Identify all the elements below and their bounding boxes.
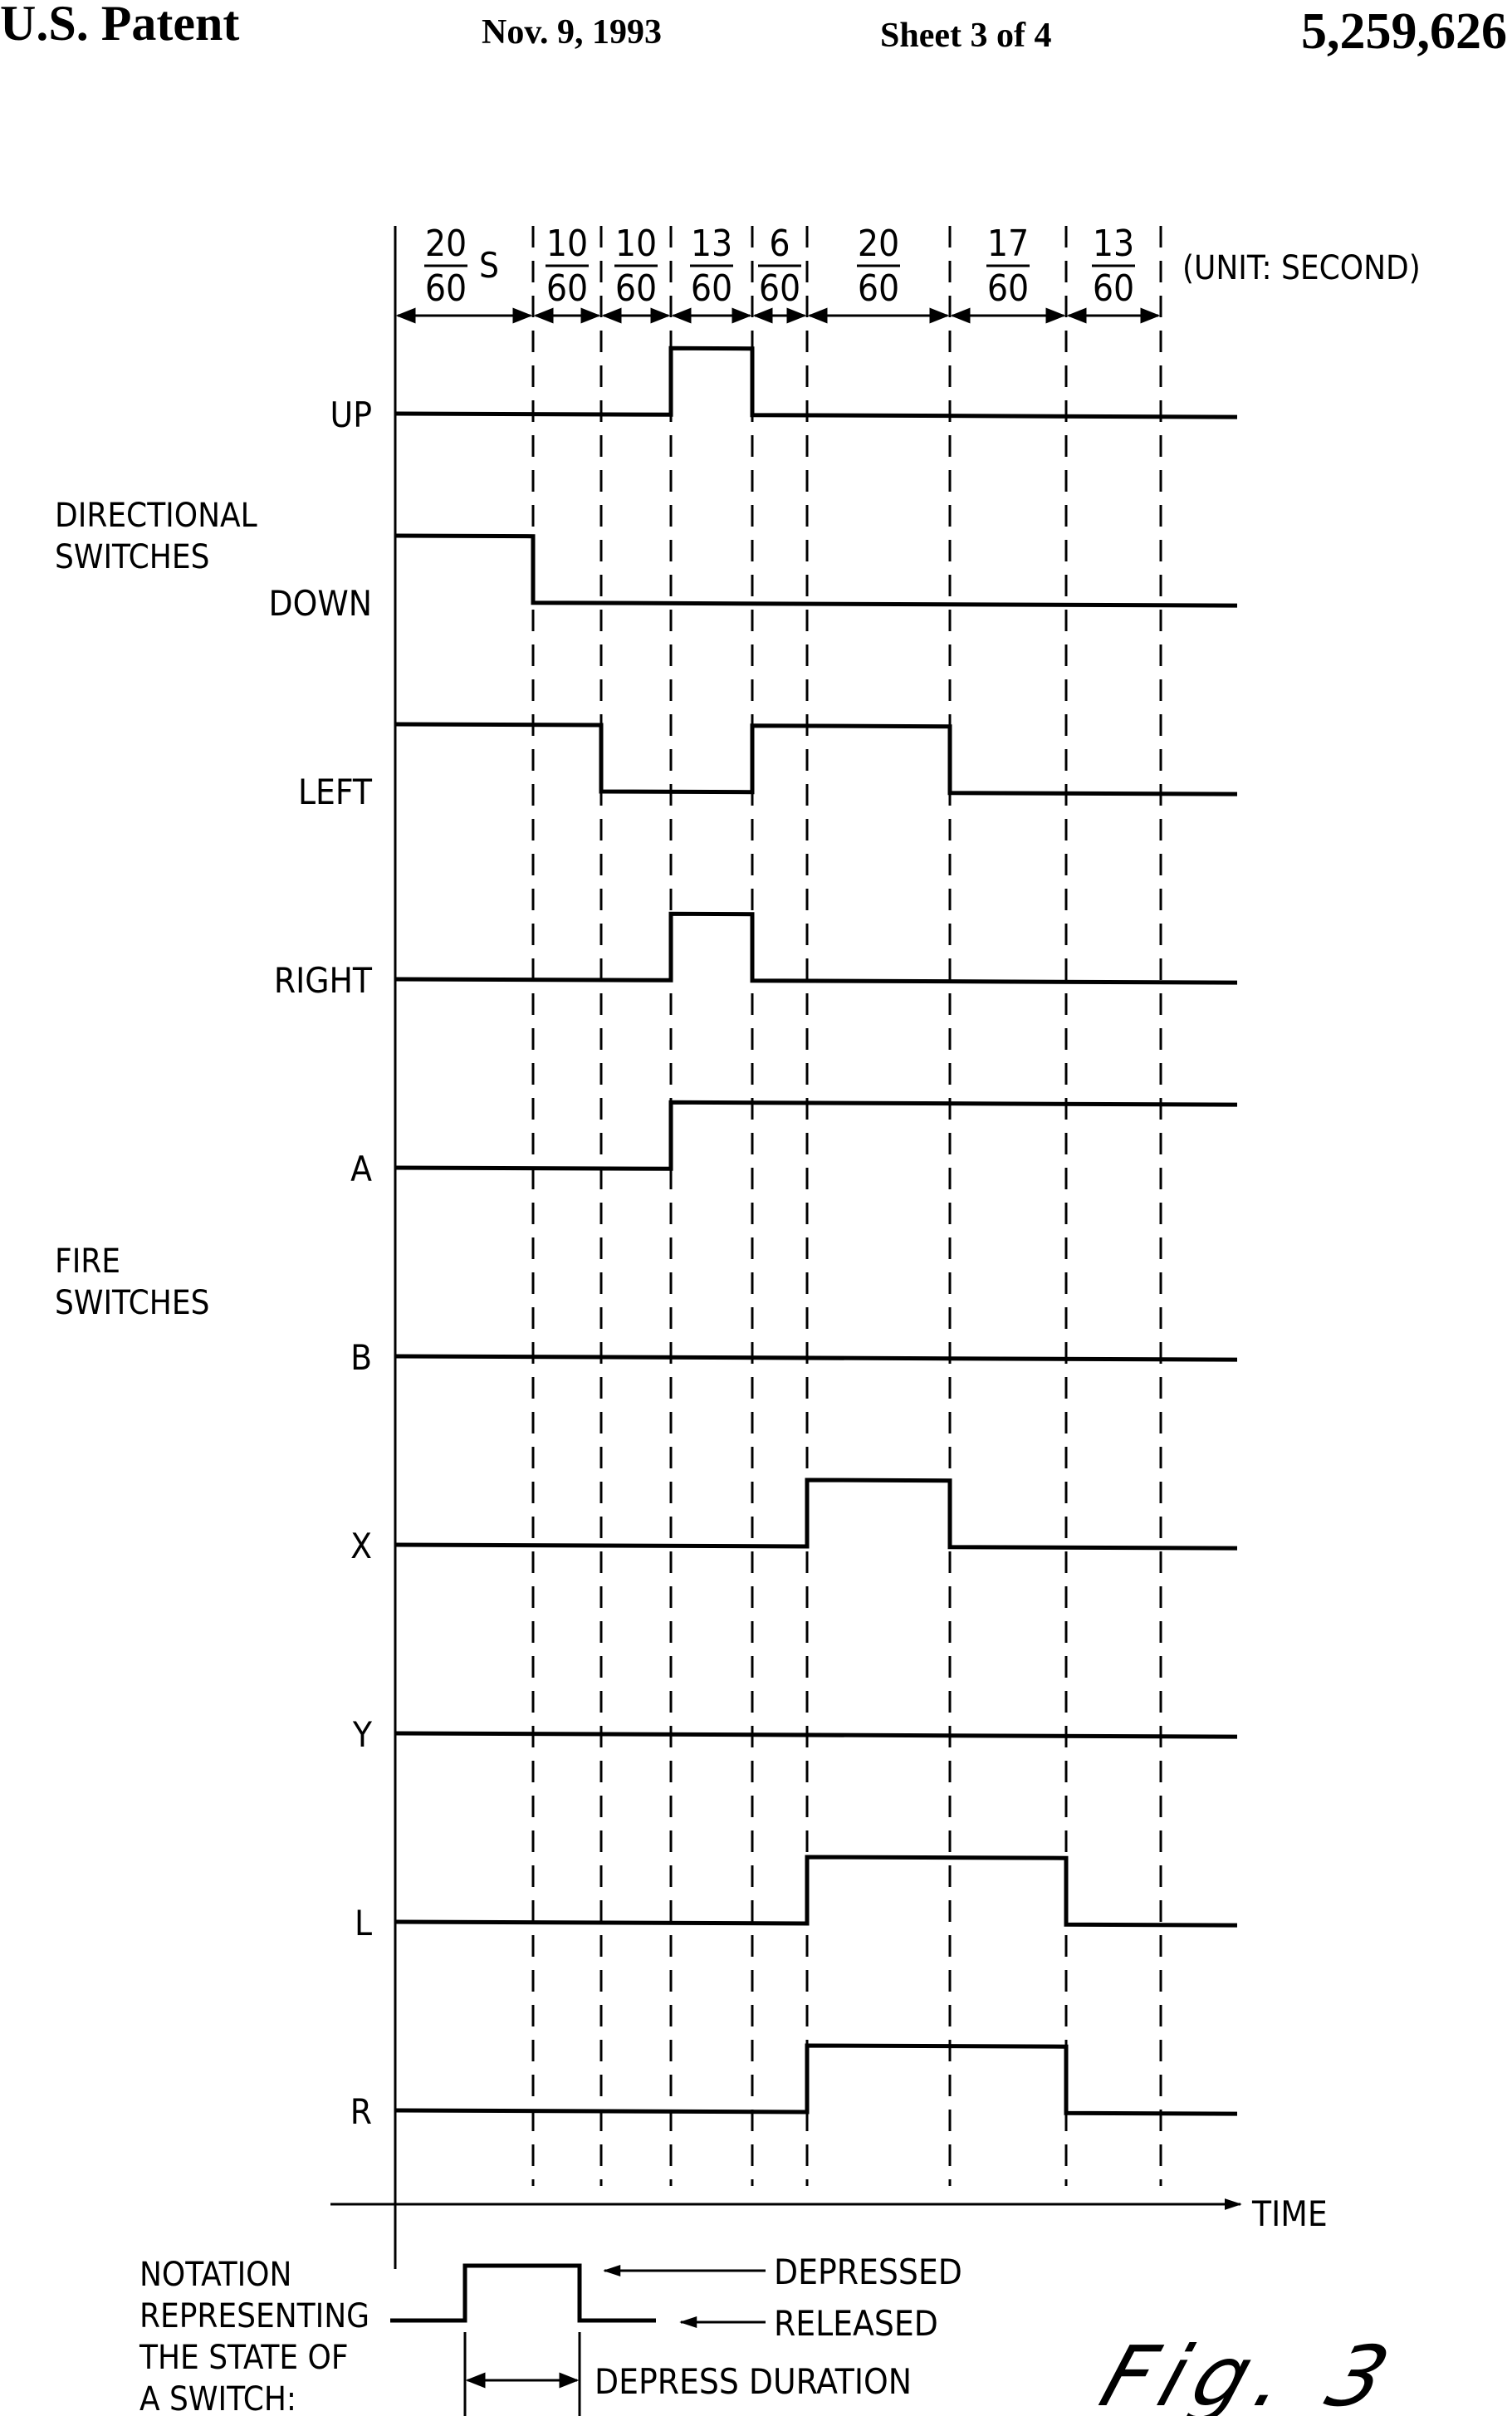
signal-label-y: Y xyxy=(352,1714,373,1755)
waveforms xyxy=(395,348,1237,2114)
signal-label-l: L xyxy=(355,1903,372,1943)
notation-line-3: THE STATE OF xyxy=(139,2339,349,2377)
notation-title: NOTATION REPRESENTING THE STATE OF A SWI… xyxy=(139,2256,379,2416)
interval-numerator: 10 xyxy=(546,223,588,265)
interval-denominator: 60 xyxy=(759,267,800,310)
interval-denominator: 60 xyxy=(987,267,1029,310)
interval-numerator: 20 xyxy=(858,223,899,265)
notation-line-4: A SWITCH: xyxy=(139,2380,296,2416)
signal-label-b: B xyxy=(350,1337,372,1378)
unit-label: (UNIT: SECOND) xyxy=(1182,249,1421,287)
waveform-right xyxy=(395,914,1237,983)
interval-numerator: 13 xyxy=(691,223,732,265)
fire-line-2: SWITCHES xyxy=(55,1284,209,1322)
interval-denominator: 60 xyxy=(546,267,588,310)
interval-denominator: 60 xyxy=(691,267,732,310)
signal-labels: UP DOWN LEFT RIGHT A B X Y L R xyxy=(269,394,373,2132)
notation-pulse xyxy=(390,2266,656,2320)
signal-label-a: A xyxy=(350,1149,372,1189)
patent-label: U.S. Patent xyxy=(0,0,239,51)
fire-line-1: FIRE xyxy=(55,1242,120,1281)
waveform-b xyxy=(395,1356,1237,1360)
interval-denominator: 60 xyxy=(858,267,899,310)
time-axis xyxy=(330,226,1240,2269)
patent-date: Nov. 9, 1993 xyxy=(482,13,662,51)
interval-numerator: 13 xyxy=(1093,223,1134,265)
signal-label-left: LEFT xyxy=(298,772,373,812)
notation-line-1: NOTATION xyxy=(139,2256,291,2294)
figure-label: Fig. 3 xyxy=(1089,2329,1410,2416)
patent-number: 5,259,626 xyxy=(1301,3,1507,60)
signal-label-up: UP xyxy=(330,394,372,435)
notation-line-2: REPRESENTING xyxy=(139,2297,369,2335)
interval-numerator: 20 xyxy=(425,223,467,265)
depressed-label: DEPRESSED xyxy=(774,2252,962,2292)
interval-numerator: 17 xyxy=(987,223,1029,265)
sheet-number: Sheet 3 of 4 xyxy=(880,17,1051,55)
signal-label-right: RIGHT xyxy=(274,960,373,1001)
waveform-a xyxy=(395,1102,1237,1169)
waveform-left xyxy=(395,724,1237,794)
waveform-l xyxy=(395,1857,1237,1925)
waveform-x xyxy=(395,1480,1237,1548)
interval-denominator: 60 xyxy=(1093,267,1134,310)
waveform-down xyxy=(395,536,1237,605)
interval-numerator: 6 xyxy=(769,223,790,265)
time-axis-label: TIME xyxy=(1251,2193,1328,2234)
interval-denominator: 60 xyxy=(425,267,467,310)
interval-unit-suffix: S xyxy=(479,245,499,286)
interval-numerator: 10 xyxy=(615,223,657,265)
fire-group-label: FIRE SWITCHES xyxy=(55,1242,209,1322)
signal-label-x: X xyxy=(350,1526,372,1566)
interval-denominator: 60 xyxy=(615,267,657,310)
directional-line-1: DIRECTIONAL xyxy=(55,497,257,535)
signal-label-down: DOWN xyxy=(269,583,372,624)
waveform-r xyxy=(395,2046,1237,2114)
signal-label-r: R xyxy=(350,2091,372,2132)
waveform-up xyxy=(395,348,1237,417)
directional-line-2: SWITCHES xyxy=(55,538,209,576)
released-label: RELEASED xyxy=(774,2303,938,2344)
depress-duration-label: DEPRESS DURATION xyxy=(595,2361,912,2402)
waveform-y xyxy=(395,1733,1237,1737)
interval-header: 2060S106010601360660206017601360 xyxy=(398,223,1158,316)
directional-group-label: DIRECTIONAL SWITCHES xyxy=(55,497,267,576)
